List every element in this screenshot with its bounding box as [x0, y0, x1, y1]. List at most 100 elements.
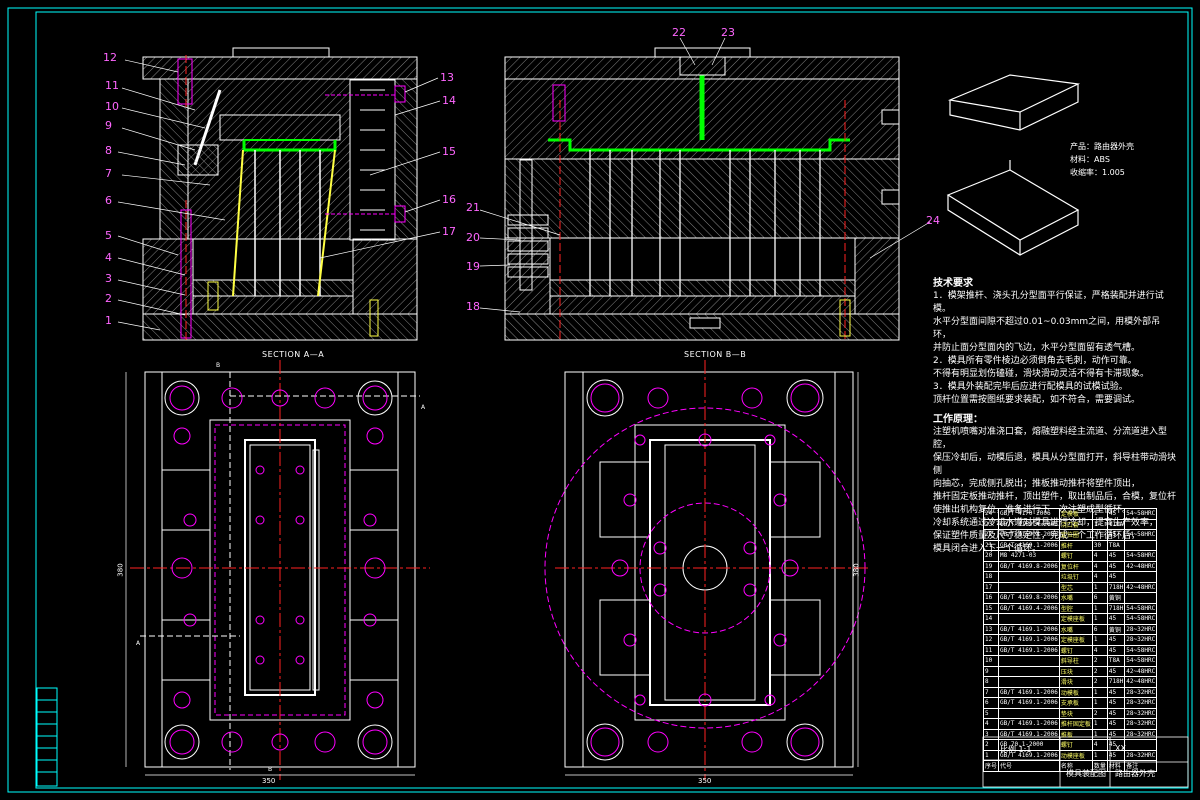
hole-circle — [183, 513, 197, 527]
bom-cell: 42~48HRC — [1124, 560, 1158, 572]
bom-cell: GB/T 4169.8-2006 — [998, 560, 1060, 572]
bom-cell: 45 — [1106, 508, 1126, 520]
bom-cell: 浇口套 — [1058, 518, 1093, 530]
hole-circle — [183, 613, 197, 627]
bom-cell: 1 — [1091, 718, 1108, 730]
bom-cell: 15 — [982, 602, 1000, 614]
bom-cell: 型芯 — [1058, 581, 1093, 593]
bom-cell: 4 — [982, 718, 1000, 730]
bom-cell: 30 — [1091, 539, 1108, 551]
bom-cell: 45 — [1106, 707, 1126, 719]
bom-cell: GB/T 4170-2006 — [998, 508, 1060, 520]
bom-cell: 1 — [1091, 697, 1108, 709]
bom-cell: 1 — [1091, 602, 1108, 614]
bom-cell: 4 — [1091, 739, 1108, 751]
bom-cell: 螺钉 — [1058, 739, 1093, 751]
hole-circle — [764, 694, 776, 706]
part-number-label: 23 — [721, 26, 735, 39]
bom-cell: 滑块 — [1058, 676, 1093, 688]
bom-cell: 1 — [982, 749, 1000, 761]
section-a-leaders — [117, 59, 441, 331]
bom-cell: 型腔 — [1058, 602, 1093, 614]
hole-circle — [363, 613, 377, 627]
bom-cell: 1 — [1091, 686, 1108, 698]
hole-circle — [366, 691, 384, 709]
bom-cell: GB/T 4169.4-2006 — [998, 529, 1060, 541]
bom-cell: 718H — [1106, 676, 1126, 688]
bom-cell: 螺钉 — [1058, 550, 1093, 562]
product-name: 产品：路由器外壳 — [1070, 142, 1134, 151]
bom-cell: 11 — [982, 644, 1000, 656]
bom-cell: 28~32HRC — [1124, 749, 1158, 761]
bom-cell: 动模座板 — [1058, 749, 1093, 761]
bom-cell: 2 — [1091, 655, 1108, 667]
hole-circle — [169, 385, 195, 411]
bom-cell: M8 4271-03 — [998, 550, 1060, 562]
bom-cell: 斜导柱 — [1058, 655, 1093, 667]
bom-cell — [998, 676, 1060, 688]
bom-cell: GB/T 4169.1-2006 — [998, 697, 1060, 709]
bom-cell: 2 — [1091, 676, 1108, 688]
hole-circle — [773, 493, 787, 507]
bom-cell: 水嘴 — [1058, 592, 1093, 604]
hole-circle — [366, 427, 384, 445]
bom-cell: 13 — [982, 623, 1000, 635]
part-number-label: 18 — [466, 300, 480, 313]
note-line: 水平分型面间隙不超过0.01~0.03mm之间，用模外部吊环， — [933, 317, 1161, 340]
bom-cell: 4 — [1091, 571, 1108, 583]
hole-circle — [586, 379, 624, 417]
hole-circle — [357, 380, 393, 416]
hole-circle — [623, 493, 637, 507]
bom-cell — [998, 707, 1060, 719]
bom-cell — [1124, 539, 1158, 551]
bom-cell: 28~32HRC — [1124, 697, 1158, 709]
note-line: 2．模具所有零件棱边必须倒角去毛刺，动作可靠。 — [933, 356, 1137, 366]
bom-cell: 718H — [1106, 581, 1126, 593]
hole-circle — [764, 434, 776, 446]
bom-cell: 定模板 — [1058, 508, 1093, 520]
bom-cell: 42~48HRC — [1124, 665, 1158, 677]
bom-cell: 28~32HRC — [1124, 728, 1158, 740]
title-block-company: XX — [1115, 744, 1126, 753]
part-number-label: 15 — [442, 145, 456, 158]
cut-mark-b-bottom: B — [268, 766, 273, 773]
bom-cell: 42~48HRC — [1124, 676, 1158, 688]
bom-cell — [1124, 518, 1158, 530]
part-number-label: 7 — [105, 167, 112, 180]
bom-cell — [1124, 571, 1158, 583]
hole-circle — [362, 385, 388, 411]
title-block-drawing-name: 模具装配图 — [1066, 769, 1106, 778]
bom-cell: 45 — [1106, 613, 1126, 625]
bom-cell: 19 — [982, 560, 1000, 572]
hole-circle — [786, 379, 824, 417]
bom-cell: 10 — [982, 655, 1000, 667]
dimension-lines — [125, 372, 859, 776]
hole-circle — [790, 383, 820, 413]
hole-circle — [698, 693, 712, 707]
work-line: 向抽芯，完成侧孔脱出；推板推动推杆将塑件顶出， — [933, 479, 1141, 489]
product-illustration — [946, 74, 1081, 256]
bom-cell: 22 — [982, 529, 1000, 541]
dim-plan-b-height: 380 — [852, 563, 861, 577]
bom-cell: 16 — [982, 592, 1000, 604]
part-number-label: 19 — [466, 260, 480, 273]
bom-cell: 28~32HRC — [1124, 707, 1158, 719]
hole-circle — [255, 465, 265, 475]
bom-cell: 1 — [1091, 728, 1108, 740]
part-number-label: 2 — [105, 292, 112, 305]
bom-cell: 压块 — [1058, 665, 1093, 677]
bom-cell: GB/T 4169.4-2006 — [998, 518, 1060, 530]
bom-cell: 1 — [1091, 518, 1108, 530]
bom-cell: 2 — [982, 739, 1000, 751]
hole-circle — [741, 731, 763, 753]
bom-cell: 54~58HRC — [1124, 550, 1158, 562]
part-number-label: 8 — [105, 144, 112, 157]
note-line: 不得有明显划伤磕碰，滑块滑动灵活不得有卡滞现象。 — [933, 369, 1150, 379]
bom-cell: 黄铜 — [1106, 592, 1126, 604]
